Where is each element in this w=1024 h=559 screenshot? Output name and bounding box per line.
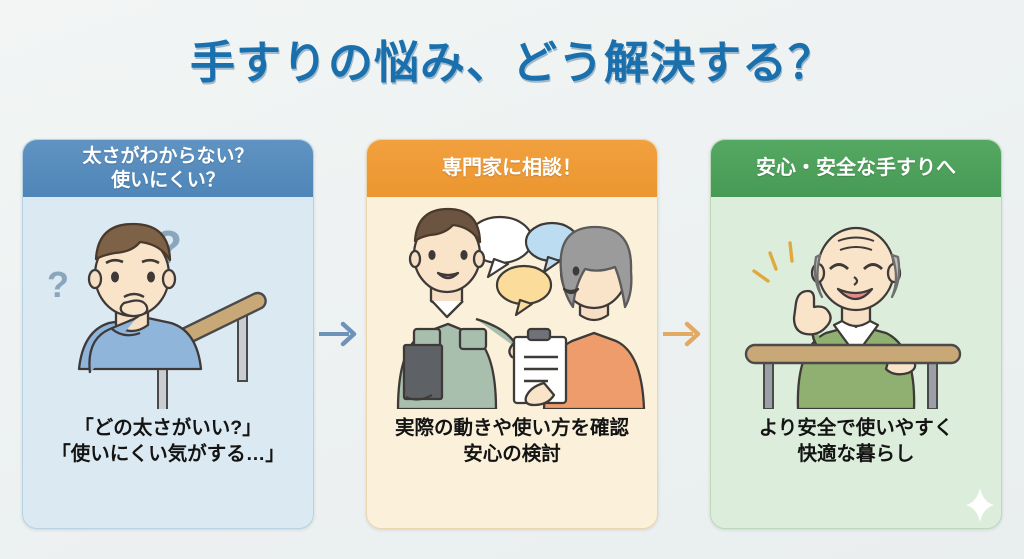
card-problem-caption-line2: 「使いにくい気がする…」 bbox=[51, 443, 285, 466]
confused-man-figure bbox=[77, 222, 203, 374]
card-problem-header: 太さがわからない？ 使いにくい？ bbox=[23, 140, 313, 197]
card-problem-body: ? ? bbox=[23, 197, 313, 528]
clipboard-icon bbox=[512, 327, 568, 405]
illustration-elderly-man-thumbs-up-handrail bbox=[711, 197, 1001, 409]
speech-bubble-yellow bbox=[495, 264, 553, 317]
arrow-right-icon bbox=[319, 321, 357, 347]
arrow-right-icon bbox=[663, 321, 701, 347]
question-mark-icon-small: ? bbox=[47, 264, 69, 305]
handrail-shape bbox=[744, 343, 962, 409]
arrow-problem-to-consult bbox=[314, 139, 366, 529]
card-consult-caption-line2: 安心の検討 bbox=[463, 443, 561, 466]
sparkle-icon bbox=[966, 488, 994, 522]
card-result: 安心・安全な手すりへ bbox=[710, 139, 1002, 529]
elderly-man-figure bbox=[744, 226, 962, 409]
card-result-caption-line1: より安全で使いやすく bbox=[758, 417, 954, 439]
card-consult-body: 実際の動きや使い方を確認 安心の検討 bbox=[367, 197, 657, 528]
card-consult-caption: 実際の動きや使い方を確認 安心の検討 bbox=[389, 415, 635, 467]
arrow-consult-to-result bbox=[658, 139, 710, 529]
illustration-staff-talking-with-elderly-woman bbox=[367, 197, 657, 409]
card-problem-header-line1: 太さがわからない？ bbox=[82, 146, 254, 168]
card-result-caption: より安全で使いやすく 快適な暮らし bbox=[753, 415, 960, 467]
card-problem-caption-line1: 「どの太さがいい?」 bbox=[74, 417, 262, 439]
card-result-body: より安全で使いやすく 快適な暮らし bbox=[711, 197, 1001, 528]
page-title: 手すりの悩み、どう解決する？ bbox=[189, 37, 834, 88]
elderly-woman-figure bbox=[512, 225, 646, 409]
card-problem-header-line2: 使いにくい？ bbox=[111, 169, 225, 191]
card-consult: 専門家に相談！ bbox=[366, 139, 658, 529]
card-consult-header-line1: 専門家に相談！ bbox=[442, 157, 582, 180]
card-problem-caption: 「どの太さがいい?」 「使いにくい気がする…」 bbox=[45, 415, 291, 467]
card-result-header-line1: 安心・安全な手すりへ bbox=[756, 157, 956, 180]
card-problem: 太さがわからない？ 使いにくい？ ? bbox=[22, 139, 314, 529]
staff-figure bbox=[396, 207, 542, 409]
emphasis-lines-icon bbox=[752, 241, 794, 283]
illustration-confused-man-with-handrail: ? ? bbox=[23, 197, 313, 409]
svg-text:?: ? bbox=[47, 264, 69, 305]
card-result-header: 安心・安全な手すりへ bbox=[711, 140, 1001, 197]
card-row: 太さがわからない？ 使いにくい？ ? bbox=[0, 139, 1024, 529]
card-consult-header: 専門家に相談！ bbox=[367, 140, 657, 197]
card-consult-caption-line1: 実際の動きや使い方を確認 bbox=[394, 417, 629, 439]
speech-bubble-white bbox=[466, 215, 534, 279]
card-result-caption-line2: 快適な暮らし bbox=[797, 443, 915, 466]
